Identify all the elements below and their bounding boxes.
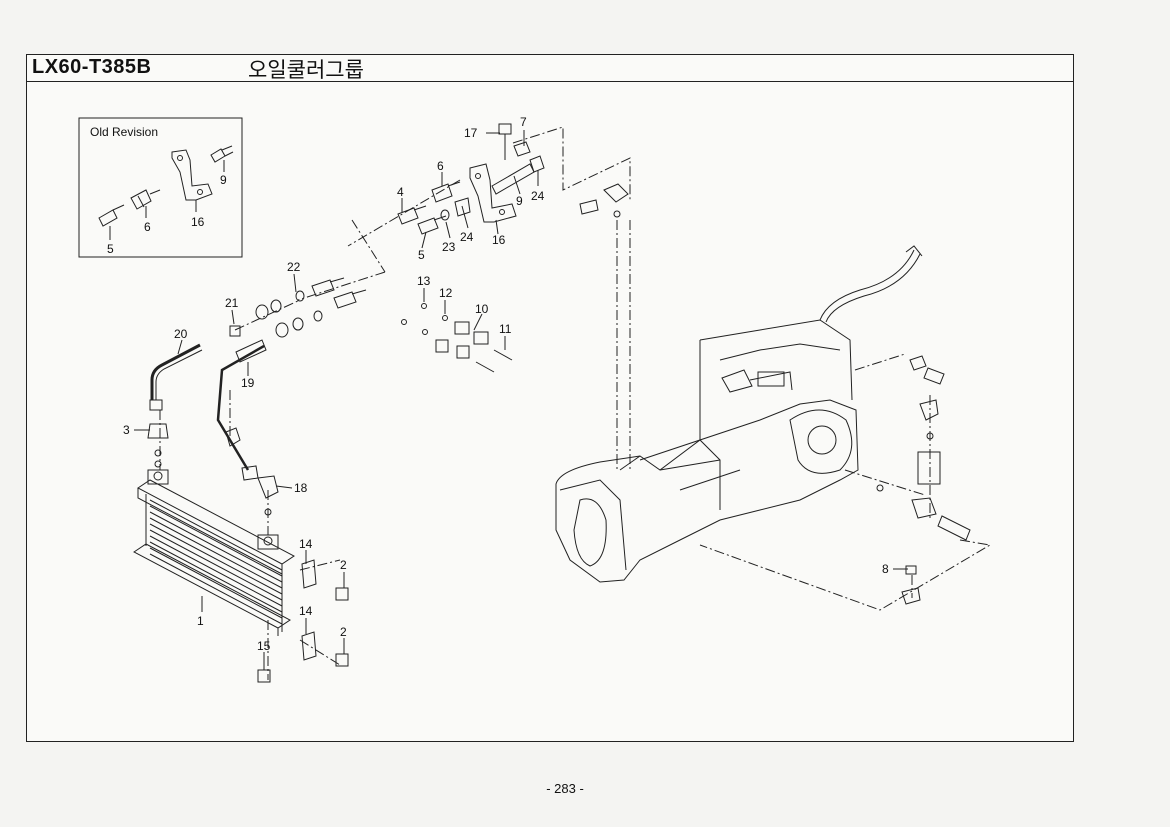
model-code: LX60-T385B (32, 56, 152, 78)
old-callout-5: 5 (107, 242, 114, 256)
callout-10: 10 (475, 302, 489, 316)
title-bar: LX60-T385B 오일쿨러그룹 (26, 54, 1074, 82)
callout-12: 12 (439, 286, 453, 300)
old-callout-16: 16 (191, 215, 205, 229)
callout-14-lower: 14 (299, 604, 313, 618)
old-revision-bolt (210, 145, 234, 172)
elbow-18 (241, 465, 279, 516)
callout-1: 1 (197, 614, 204, 628)
callout-17: 17 (464, 126, 478, 140)
drawing-frame (26, 54, 1074, 742)
callout-7: 7 (520, 115, 527, 129)
callout-13: 13 (417, 274, 431, 288)
callout-15: 15 (257, 639, 271, 653)
old-revision-bracket (171, 149, 213, 212)
old-revision-fitting (98, 204, 125, 240)
callout-3: 3 (123, 423, 130, 437)
callout-18: 18 (294, 481, 308, 495)
pipe-9 (491, 141, 545, 195)
bracket-16 (469, 163, 517, 223)
bolt-17 (498, 123, 512, 160)
hose-20 (149, 343, 203, 411)
page-number: - 283 - (546, 781, 584, 796)
callout-2-lower: 2 (340, 625, 347, 639)
clamps (401, 303, 513, 373)
old-revision-union (130, 189, 161, 218)
callout-14-upper: 14 (299, 537, 313, 551)
callout-2-upper: 2 (340, 558, 347, 572)
adapters (311, 181, 471, 309)
old-revision-box (78, 117, 243, 258)
callout-19: 19 (241, 376, 255, 390)
fitting-3 (147, 423, 169, 468)
callout-20: 20 (174, 327, 188, 341)
hose-19 (216, 339, 267, 471)
callout-16: 16 (492, 233, 506, 247)
old-callout-9: 9 (220, 173, 227, 187)
brackets-14 (257, 559, 349, 683)
callout-24-right: 24 (531, 189, 545, 203)
callout-22: 22 (287, 260, 301, 274)
callout-9: 9 (516, 194, 523, 208)
group-title: 오일쿨러그룹 (248, 58, 364, 82)
callout-21: 21 (225, 296, 239, 310)
callout-24: 24 (460, 230, 474, 244)
callout-6: 6 (437, 159, 444, 173)
callout-8: 8 (882, 562, 889, 576)
assembly-lines (159, 126, 992, 680)
callout-23: 23 (442, 240, 456, 254)
leader-lines (134, 130, 908, 670)
elbow-fitting (579, 183, 629, 218)
callout-5: 5 (418, 248, 425, 262)
right-fittings (876, 355, 971, 605)
washers-22 (229, 290, 323, 338)
callout-4: 4 (397, 185, 404, 199)
callout-11: 11 (499, 322, 512, 336)
oil-cooler (133, 469, 295, 636)
old-revision-title: Old Revision (90, 125, 158, 139)
transmission-housing (555, 245, 923, 583)
old-callout-6: 6 (144, 220, 151, 234)
